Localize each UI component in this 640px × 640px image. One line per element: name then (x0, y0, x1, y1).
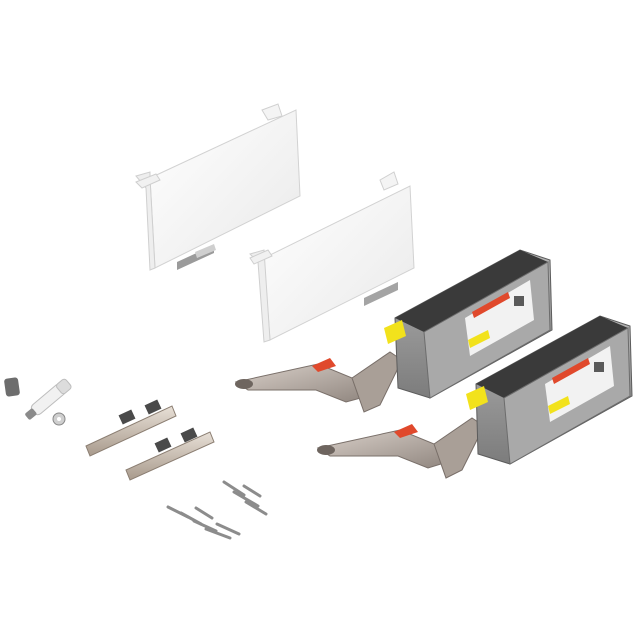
push-latch (25, 378, 72, 420)
lift-mechanism-lower (316, 315, 633, 479)
mounting-rail-2 (125, 427, 215, 481)
cover-panel-right (249, 171, 415, 343)
screws (166, 480, 268, 540)
cover-panel-left (135, 103, 301, 271)
small-parts (4, 377, 72, 426)
lift-mechanism-upper (234, 249, 553, 413)
mounting-rail-1 (85, 399, 177, 457)
